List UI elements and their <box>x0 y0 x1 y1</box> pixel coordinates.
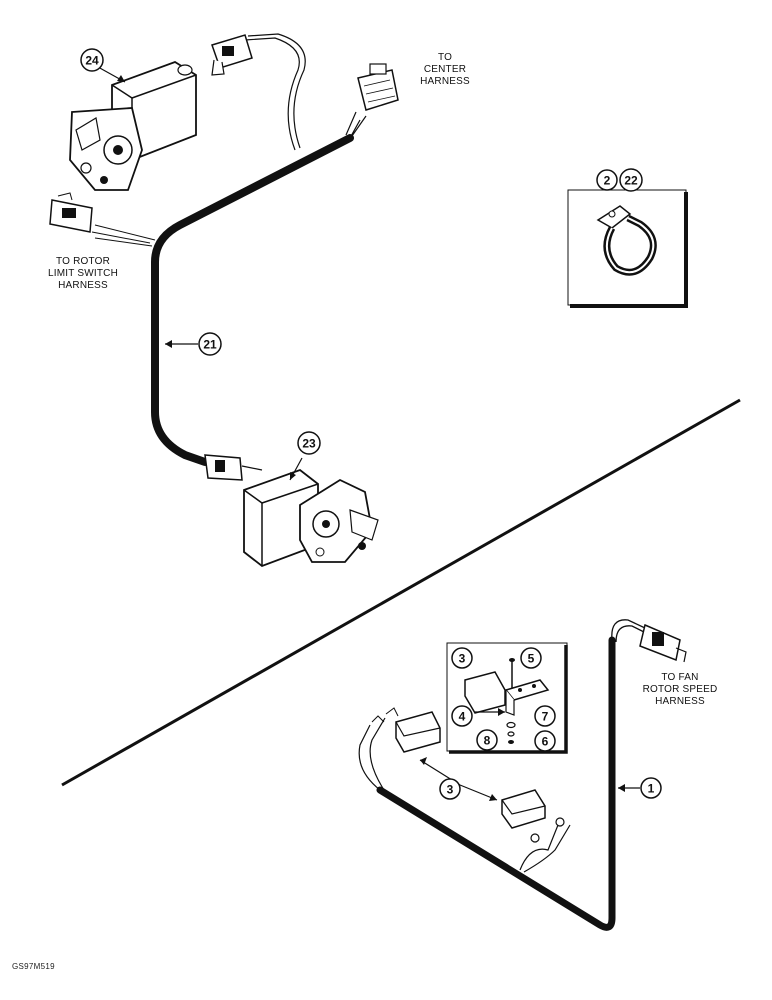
svg-text:3: 3 <box>459 652 466 666</box>
callout-3-inset: 3 <box>451 647 473 669</box>
svg-text:24: 24 <box>85 54 99 68</box>
svg-text:23: 23 <box>302 437 316 451</box>
svg-text:1: 1 <box>648 782 655 796</box>
section-divider-line <box>61 398 741 787</box>
arrowheads <box>117 75 625 801</box>
callout-7: 7 <box>534 705 556 727</box>
callout-24: 24 <box>80 48 104 72</box>
callout-1: 1 <box>640 777 662 799</box>
switch-inset <box>446 642 568 754</box>
callout-5: 5 <box>520 647 542 669</box>
fan-rotor-connector <box>639 623 687 663</box>
svg-text:7: 7 <box>542 710 549 724</box>
figure-id: GS97M519 <box>12 962 55 971</box>
svg-text:5: 5 <box>528 652 535 666</box>
callout-8: 8 <box>476 729 498 751</box>
harness-1 <box>358 619 649 931</box>
callout-21: 21 <box>198 332 222 356</box>
center-harness-connector <box>357 63 399 111</box>
callout-22: 22 <box>619 168 643 192</box>
svg-text:2: 2 <box>604 174 611 188</box>
clamp-inset <box>567 189 688 308</box>
callout-3-harness: 3 <box>439 778 461 800</box>
callout-23: 23 <box>297 431 321 455</box>
label-center-harness: TO CENTER HARNESS <box>420 52 470 87</box>
motor-24-connector <box>211 34 253 76</box>
limit-switch-loose <box>371 707 441 753</box>
svg-text:3: 3 <box>447 783 454 797</box>
rotor-limit-connector <box>49 192 93 233</box>
svg-text:4: 4 <box>459 710 466 724</box>
svg-text:6: 6 <box>542 735 549 749</box>
label-rotor-limit-harness: TO ROTOR LIMIT SWITCH HARNESS <box>48 256 118 291</box>
motor-24 <box>69 61 197 191</box>
label-fan-rotor-harness: TO FAN ROTOR SPEED HARNESS <box>642 672 718 707</box>
limit-switch-mounted <box>501 789 565 843</box>
callout-2: 2 <box>596 169 618 191</box>
svg-text:8: 8 <box>484 734 491 748</box>
svg-text:22: 22 <box>624 174 638 188</box>
callout-4: 4 <box>451 705 473 727</box>
callout-6: 6 <box>534 730 556 752</box>
svg-text:21: 21 <box>203 338 217 352</box>
motor-23 <box>243 468 379 568</box>
motor-23-connector <box>204 454 263 481</box>
